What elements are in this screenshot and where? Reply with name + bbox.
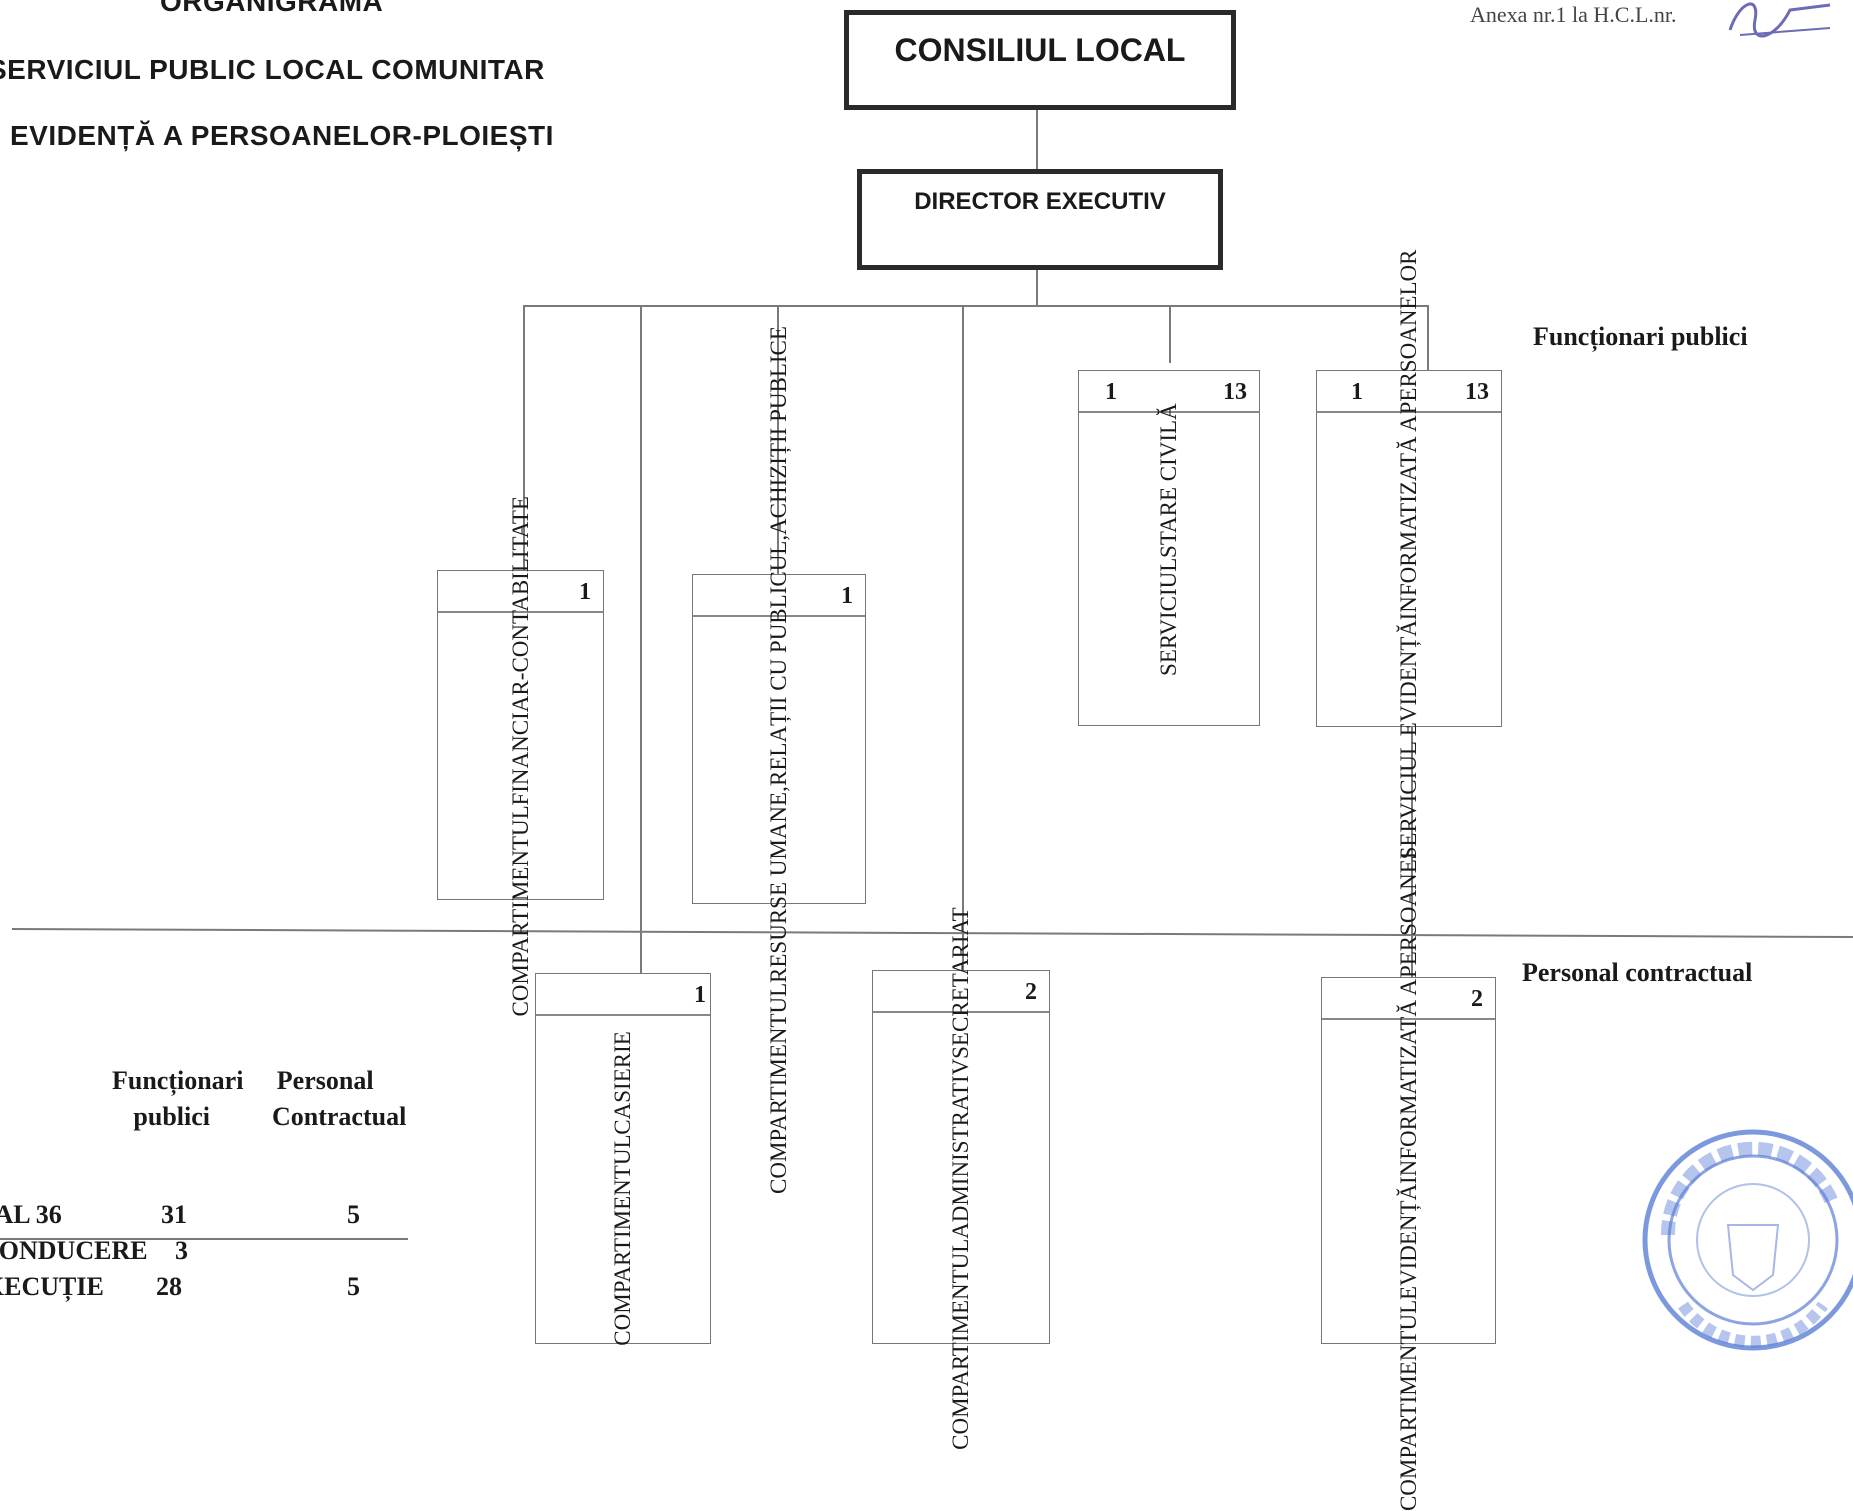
headcount-row: 2 xyxy=(1322,978,1495,1020)
connector-casierie xyxy=(640,305,642,973)
stats-row-conducere-label: CONDUCERE xyxy=(0,1236,148,1265)
annex-text: Anexa nr.1 la H.C.L.nr. xyxy=(1470,2,1677,27)
headcount-leadership: 1 xyxy=(1105,379,1117,405)
headcount-row: 1 xyxy=(536,974,710,1016)
stats-row-total-label: TOTAL 36 xyxy=(0,1200,62,1229)
section-label-public: Funcționari publici xyxy=(1533,322,1748,351)
headcount-row: 1 13 xyxy=(1317,371,1501,413)
stats-row-executie-label: EXECUȚIE xyxy=(0,1272,104,1301)
connector-resurse xyxy=(777,305,779,575)
connector-financiar xyxy=(523,305,525,570)
section-label-contract: Personal contractual xyxy=(1522,958,1753,987)
stats-row-executie-public: 28 xyxy=(156,1272,182,1301)
connector-evidenta-persoanei xyxy=(1411,727,1413,977)
headcount-leadership: 1 xyxy=(1351,379,1363,405)
headcount-value: 13 xyxy=(1223,379,1247,405)
director-executiv-box: DIRECTOR EXECUTIV xyxy=(857,169,1223,270)
section-divider-line xyxy=(11,928,1853,939)
horizontal-branch-line xyxy=(523,305,1428,307)
connector-administrativ xyxy=(962,305,964,970)
headcount-row: 1 xyxy=(693,575,865,617)
consiliul-local-label: CONSILIUL LOCAL xyxy=(894,31,1186,68)
institution-name-line2: EVIDENȚĂ A PERSOANELOR-PLOIEȘTI xyxy=(10,120,554,151)
stats-row-conducere-public: 3 xyxy=(175,1236,188,1265)
headcount-row: 2 xyxy=(873,971,1049,1013)
stats-total-underline xyxy=(0,1238,408,1240)
headcount-value: 1 xyxy=(694,982,706,1008)
institution-name-line1: SERVICIUL PUBLIC LOCAL COMUNITAR xyxy=(0,54,545,85)
headcount-value: 1 xyxy=(579,579,591,605)
headcount-row: 1 xyxy=(438,571,603,613)
stats-row-total-contract: 5 xyxy=(347,1200,360,1229)
headcount-value: 13 xyxy=(1465,379,1489,405)
annex-reference: Anexa nr.1 la H.C.L.nr. xyxy=(1470,2,1677,28)
signature-scribble xyxy=(1728,2,1831,38)
consiliul-local-box: CONSILIUL LOCAL xyxy=(844,10,1236,110)
connector-stare-civila xyxy=(1169,305,1171,363)
director-executiv-label: DIRECTOR EXECUTIV xyxy=(914,187,1166,215)
headcount-value: 1 xyxy=(841,583,853,609)
connector-evidenta xyxy=(1427,305,1429,370)
connector-director-down xyxy=(1036,270,1038,306)
stats-row-executie-contract: 5 xyxy=(347,1272,360,1301)
headcount-row: 1 13 xyxy=(1079,371,1259,413)
org-chart-title: ORGANIGRAMA xyxy=(160,0,384,17)
official-stamp xyxy=(1642,1129,1853,1351)
stats-row-total-public: 31 xyxy=(161,1200,187,1229)
connector-consiliu-director xyxy=(1036,110,1038,169)
headcount-value: 2 xyxy=(1471,986,1483,1012)
headcount-value: 2 xyxy=(1025,979,1037,1005)
